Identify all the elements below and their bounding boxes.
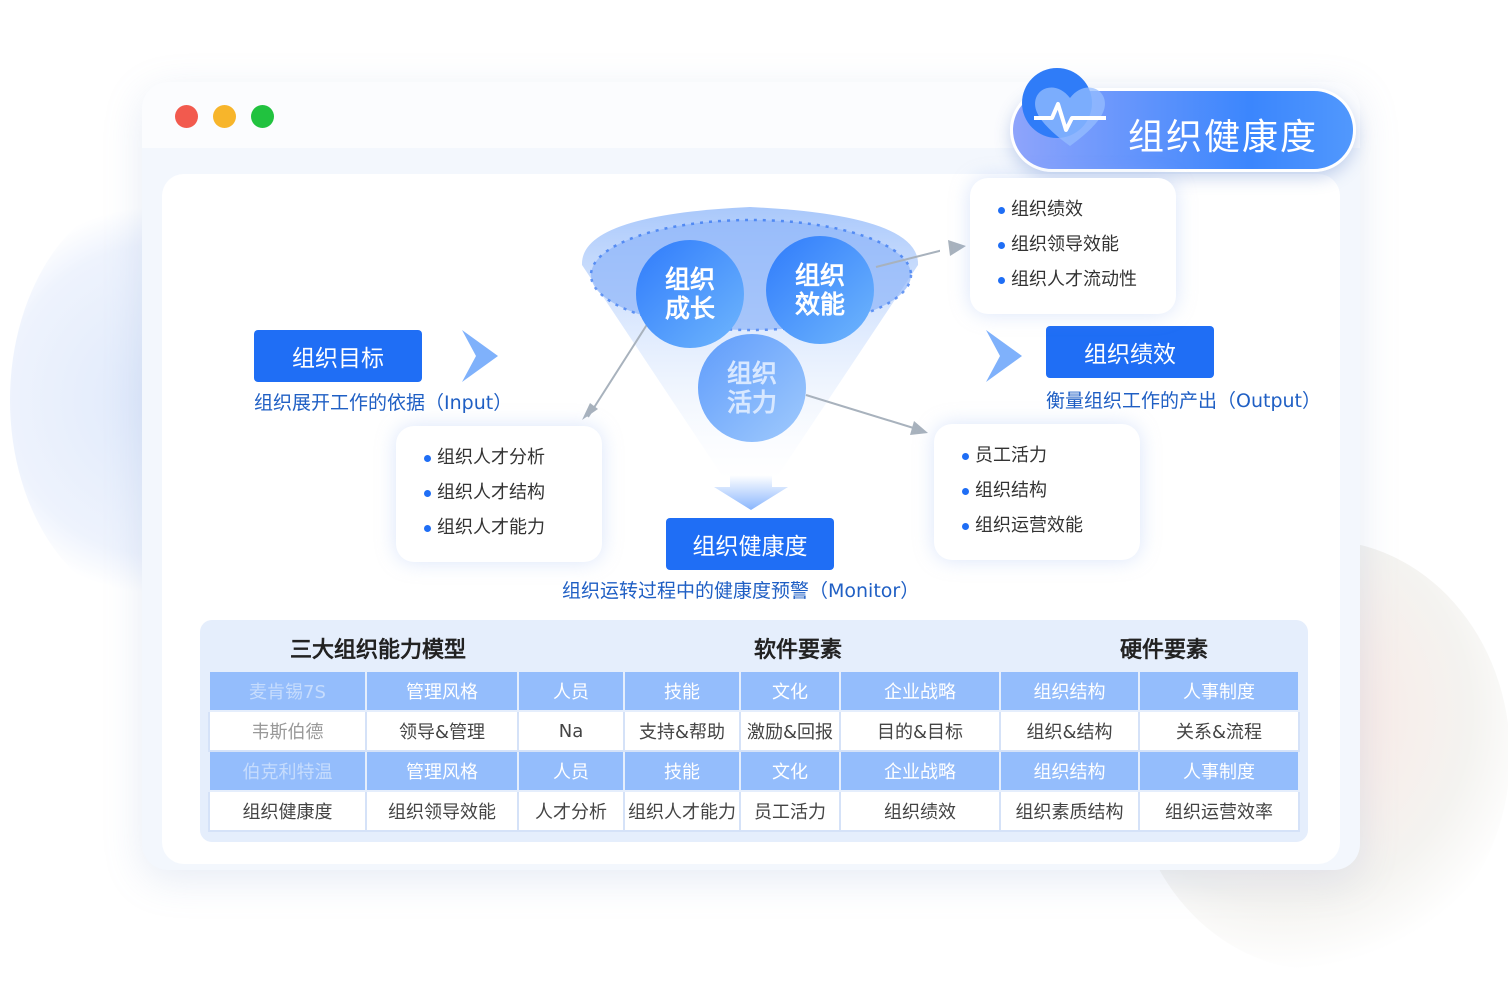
- list-item: 组织人才能力: [424, 510, 602, 545]
- table-cell: 关系&流程: [1138, 710, 1300, 752]
- chevron-right-icon: [986, 330, 1022, 382]
- table-cell: 组织人才能力: [623, 790, 741, 832]
- list-item: 组织绩效: [998, 192, 1176, 227]
- health-button: 组织健康度: [666, 518, 834, 570]
- close-dot[interactable]: [175, 105, 198, 128]
- table-cell: 组织结构: [999, 750, 1140, 792]
- row-label-cell: 麦肯锡7S: [208, 670, 367, 712]
- card-performance: 组织绩效 组织领导效能 组织人才流动性: [970, 178, 1176, 314]
- list-item: 组织运营效能: [962, 508, 1140, 543]
- table-cell: Na: [517, 710, 625, 752]
- table-cell: 管理风格: [365, 750, 519, 792]
- row-label-cell: 伯克利特温: [208, 750, 367, 792]
- table-cell: 技能: [623, 750, 741, 792]
- card-vitality: 员工活力 组织结构 组织运营效能: [934, 424, 1140, 560]
- table-cell: 组织结构: [999, 670, 1140, 712]
- table-header-hardware: 硬件要素: [1120, 638, 1209, 663]
- table-cell: 文化: [739, 670, 841, 712]
- table-cell: 人才分析: [517, 790, 625, 832]
- card-talent: 组织人才分析 组织人才结构 组织人才能力: [396, 426, 602, 562]
- goal-button: 组织目标: [254, 330, 422, 382]
- table-cell: 企业战略: [839, 750, 1001, 792]
- table-cell: 人事制度: [1138, 750, 1300, 792]
- minimize-dot[interactable]: [213, 105, 236, 128]
- monitor-caption: 组织运转过程中的健康度预警（Monitor）: [562, 580, 920, 602]
- list-item: 员工活力: [962, 438, 1140, 473]
- table-cell: 管理风格: [365, 670, 519, 712]
- arrow-icon: [948, 240, 966, 256]
- list-item: 组织人才分析: [424, 440, 602, 475]
- table-cell: 组织素质结构: [999, 790, 1140, 832]
- table-row: 伯克利特温管理风格人员技能文化企业战略组织结构人事制度: [208, 750, 1300, 792]
- circle-growth: 组织成长: [636, 240, 744, 348]
- row-label-cell: 组织健康度: [208, 790, 367, 832]
- badge-title: 组织健康度: [1128, 117, 1319, 158]
- list-item: 组织结构: [962, 473, 1140, 508]
- table-cell: 文化: [739, 750, 841, 792]
- heart-pulse-icon: [1034, 87, 1106, 146]
- table-cell: 激励&回报: [739, 710, 841, 752]
- table-cell: 领导&管理: [365, 710, 519, 752]
- table-cell: 人员: [517, 670, 625, 712]
- list-item: 组织人才结构: [424, 475, 602, 510]
- performance-button: 组织绩效: [1046, 326, 1214, 378]
- table-cell: 目的&目标: [839, 710, 1001, 752]
- table-cell: 组织&结构: [999, 710, 1140, 752]
- table-cell: 人事制度: [1138, 670, 1300, 712]
- table-cell: 组织运营效率: [1138, 790, 1300, 832]
- input-caption: 组织展开工作的依据（Input）: [254, 392, 513, 414]
- table-cell: 员工活力: [739, 790, 841, 832]
- table-cell: 技能: [623, 670, 741, 712]
- list-item: 组织人才流动性: [998, 262, 1176, 297]
- row-label-cell: 韦斯伯德: [208, 710, 367, 752]
- table-row: 组织健康度组织领导效能人才分析组织人才能力员工活力组织绩效组织素质结构组织运营效…: [208, 790, 1300, 832]
- table-cell: 组织绩效: [839, 790, 1001, 832]
- maximize-dot[interactable]: [251, 105, 274, 128]
- table-cell: 组织领导效能: [365, 790, 519, 832]
- table-cell: 企业战略: [839, 670, 1001, 712]
- table-cell: 支持&帮助: [623, 710, 741, 752]
- chevron-right-icon: [462, 330, 498, 382]
- circle-vitality: 组织活力: [698, 334, 806, 442]
- output-caption: 衡量组织工作的产出（Output）: [1046, 390, 1321, 412]
- table-cell: 人员: [517, 750, 625, 792]
- circle-efficiency: 组织效能: [766, 236, 874, 344]
- table-header-software: 软件要素: [754, 638, 843, 663]
- table-header-models: 三大组织能力模型: [290, 638, 467, 663]
- list-item: 组织领导效能: [998, 227, 1176, 262]
